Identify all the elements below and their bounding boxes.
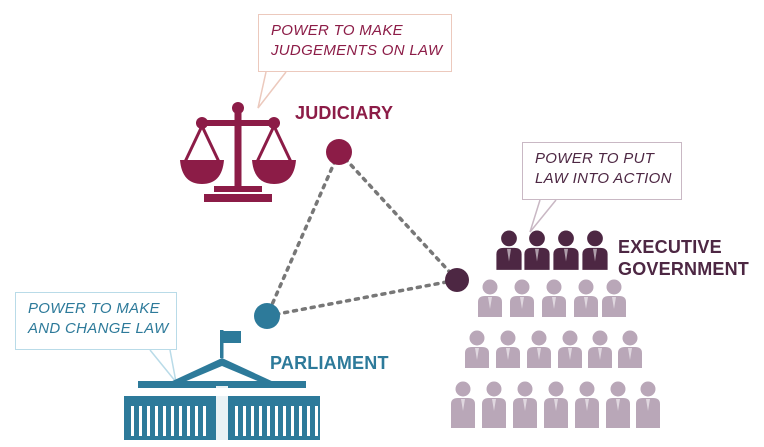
connector-judiciary-parliament <box>265 150 341 318</box>
person-icon <box>542 279 566 317</box>
people-pyramid-icon <box>451 230 660 428</box>
person-icon <box>618 330 642 368</box>
parliament-pillar <box>235 406 238 436</box>
parliament-pillar <box>179 406 182 436</box>
person-icon <box>527 330 551 368</box>
parliament-pillar <box>315 406 318 436</box>
person-icon-base <box>636 418 660 428</box>
executive-node <box>445 268 469 292</box>
person-icon-base <box>451 418 475 428</box>
executive-power-callout: POWER TO PUT LAW INTO ACTION <box>522 142 682 200</box>
judiciary-callout-line-2: JUDGEMENTS ON LAW <box>271 42 443 59</box>
parliament-pillar <box>131 406 134 436</box>
parliament-label: PARLIAMENT <box>270 353 389 373</box>
person-icon <box>606 381 630 419</box>
parliament-pillar <box>147 406 150 436</box>
parliament-callout-line-2: AND CHANGE LAW <box>28 320 169 337</box>
callout-pointers <box>149 71 557 383</box>
parliament-pillar <box>163 406 166 436</box>
judiciary-power-callout: POWER TO MAKE JUDGEMENTS ON LAW <box>258 14 452 72</box>
scales-of-justice-icon <box>180 102 296 202</box>
parliament-pillar <box>171 406 174 436</box>
parliament-pillar <box>307 406 310 436</box>
connector-judiciary-executive <box>337 150 459 282</box>
judiciary-label: JUDICIARY <box>295 103 394 123</box>
callout-pointer <box>257 71 287 109</box>
person-icon <box>553 230 579 270</box>
judiciary-node <box>326 139 352 165</box>
person-icon <box>574 279 598 317</box>
parliament-pillar <box>139 406 142 436</box>
parliament-pillar <box>299 406 302 436</box>
person-icon <box>510 279 534 317</box>
person-icon-base <box>482 418 506 428</box>
person-icon <box>465 330 489 368</box>
person-icon-base <box>575 418 599 428</box>
person-icon <box>496 230 522 270</box>
person-icon <box>558 330 582 368</box>
parliament-pillar <box>259 406 262 436</box>
person-icon-base <box>513 418 537 428</box>
person-icon <box>513 381 537 419</box>
executive-label-line-1: EXECUTIVE <box>618 237 722 257</box>
person-icon <box>636 381 660 419</box>
person-icon <box>602 279 626 317</box>
parliament-pillar <box>251 406 254 436</box>
person-icon <box>451 381 475 419</box>
executive-callout-line-2: LAW INTO ACTION <box>535 170 672 187</box>
person-icon <box>478 279 502 317</box>
parliament-pillar <box>243 406 246 436</box>
person-icon <box>496 330 520 368</box>
person-icon <box>575 381 599 419</box>
person-icon <box>544 381 568 419</box>
parliament-pillar <box>187 406 190 436</box>
parliament-node <box>254 303 280 329</box>
judiciary-callout-line-1: POWER TO MAKE <box>271 22 403 39</box>
parliament-house-icon <box>124 330 320 440</box>
parliament-pillar <box>195 406 198 436</box>
person-icon <box>482 381 506 419</box>
parliament-pillar <box>291 406 294 436</box>
parliament-pillar <box>275 406 278 436</box>
person-icon-base <box>544 418 568 428</box>
callout-pointer <box>529 199 557 233</box>
parliament-pillar <box>155 406 158 436</box>
parliament-pillar <box>267 406 270 436</box>
person-icon-base <box>606 418 630 428</box>
parliament-callout-line-1: POWER TO MAKE <box>28 300 160 317</box>
callout-pointer <box>149 349 177 383</box>
connector-parliament-executive <box>265 278 459 318</box>
person-icon <box>588 330 612 368</box>
connector-lines <box>265 150 459 318</box>
parliament-power-callout: POWER TO MAKE AND CHANGE LAW <box>15 292 177 350</box>
parliament-pillar <box>203 406 206 436</box>
person-icon <box>582 230 608 270</box>
executive-government-label: EXECUTIVE GOVERNMENT <box>618 236 749 280</box>
parliament-pillar <box>283 406 286 436</box>
executive-label-line-2: GOVERNMENT <box>618 259 750 279</box>
executive-callout-line-1: POWER TO PUT <box>535 150 655 167</box>
person-icon <box>524 230 550 270</box>
